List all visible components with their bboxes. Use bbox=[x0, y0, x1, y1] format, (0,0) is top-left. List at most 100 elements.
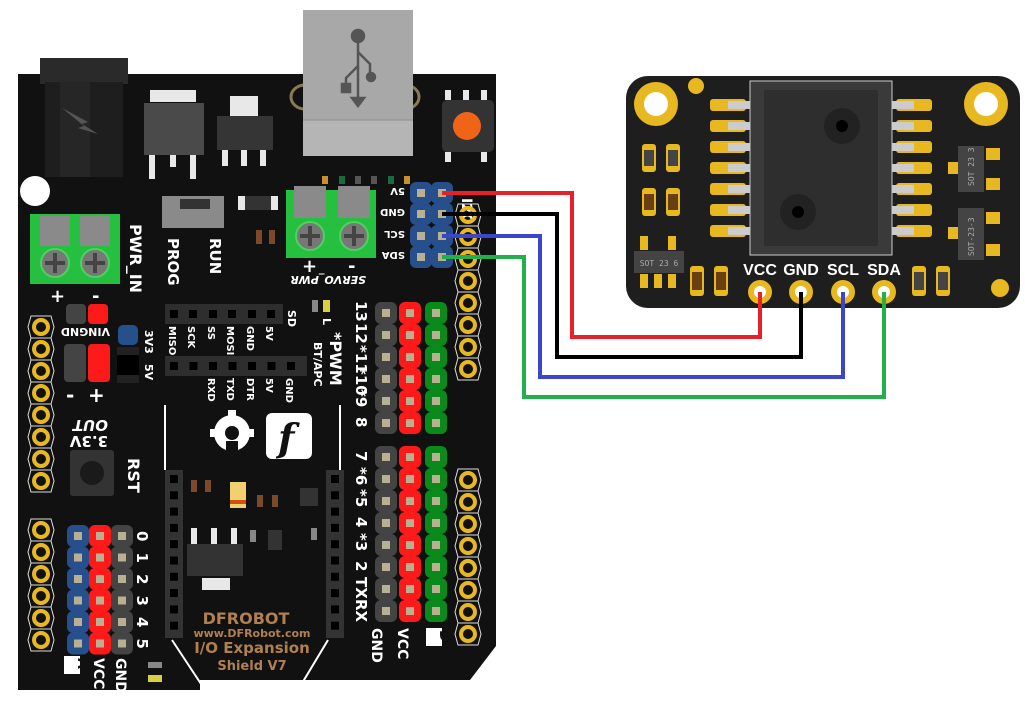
bt-pin[interactable] bbox=[189, 362, 198, 370]
analog-pin-0-vcc[interactable] bbox=[89, 525, 111, 547]
digital-pin-11-vcc[interactable] bbox=[399, 346, 421, 368]
analog-pin-2-signal[interactable] bbox=[67, 568, 89, 590]
xbee-pin[interactable] bbox=[331, 507, 339, 516]
digital-pin-2-signal[interactable] bbox=[425, 556, 447, 578]
digital-pin-2-gnd[interactable] bbox=[375, 556, 397, 578]
digital-pin-6-vcc[interactable] bbox=[399, 468, 421, 490]
spi-pin[interactable] bbox=[209, 310, 217, 318]
digital-gvs-header[interactable] bbox=[375, 302, 447, 622]
spi-header[interactable] bbox=[165, 304, 283, 324]
servo-power-terminal[interactable] bbox=[286, 186, 376, 258]
digital-pin-RX-signal[interactable] bbox=[425, 600, 447, 622]
analog-pin-3-gnd[interactable] bbox=[111, 589, 133, 612]
xbee-pin[interactable] bbox=[170, 523, 178, 532]
digital-pin-13-vcc[interactable] bbox=[399, 302, 421, 324]
digital-pin-11-signal[interactable] bbox=[425, 346, 447, 368]
analog-pin-2-vcc[interactable] bbox=[89, 568, 111, 590]
bt-pin[interactable] bbox=[287, 362, 295, 370]
digital-pin-4-gnd[interactable] bbox=[375, 512, 397, 534]
xbee-pin[interactable] bbox=[331, 556, 339, 565]
xbee-pin[interactable] bbox=[170, 621, 178, 630]
bt-pin[interactable] bbox=[267, 362, 276, 370]
xbee-header-left[interactable] bbox=[165, 470, 183, 638]
digital-pin-7-gnd[interactable] bbox=[375, 446, 397, 468]
xbee-pin[interactable] bbox=[331, 491, 339, 500]
digital-pin-8-vcc[interactable] bbox=[399, 412, 421, 434]
analog-pin-5-gnd[interactable] bbox=[111, 632, 133, 655]
digital-pin-TX-signal[interactable] bbox=[425, 578, 447, 600]
digital-pin-12-gnd[interactable] bbox=[375, 324, 397, 346]
analog-pin-1-gnd[interactable] bbox=[111, 546, 133, 569]
reset-button[interactable] bbox=[70, 450, 114, 496]
digital-pin-13-signal[interactable] bbox=[425, 302, 447, 324]
xbee-pin[interactable] bbox=[170, 491, 178, 500]
digital-low-header-pin[interactable] bbox=[454, 622, 482, 646]
digital-pin-7-vcc[interactable] bbox=[399, 446, 421, 468]
analog-pin-5-vcc[interactable] bbox=[89, 632, 111, 655]
xbee-pin[interactable] bbox=[170, 475, 178, 483]
digital-pin-10-vcc[interactable] bbox=[399, 368, 421, 390]
digital-pin-3-gnd[interactable] bbox=[375, 534, 397, 556]
arduino-side-headers[interactable] bbox=[27, 203, 482, 652]
digital-pin-9-gnd[interactable] bbox=[375, 390, 397, 412]
i2c-pin-5v[interactable] bbox=[410, 182, 432, 204]
pwr-in-terminal[interactable] bbox=[30, 214, 120, 284]
reset-button-top[interactable] bbox=[442, 90, 494, 162]
bt-pin[interactable] bbox=[228, 362, 237, 370]
i2c-pin-scl[interactable] bbox=[410, 225, 432, 247]
xbee-pin[interactable] bbox=[331, 523, 339, 532]
digital-pin-3-vcc[interactable] bbox=[399, 534, 421, 556]
digital-pin-2-vcc[interactable] bbox=[399, 556, 421, 578]
xbee-pin[interactable] bbox=[331, 540, 339, 549]
analog-pin-2-gnd[interactable] bbox=[111, 568, 133, 590]
digital-pin-9-signal[interactable] bbox=[425, 390, 447, 412]
digital-pin-6-gnd[interactable] bbox=[375, 468, 397, 490]
digital-pin-TX-gnd[interactable] bbox=[375, 578, 397, 600]
bt-apc-header[interactable] bbox=[165, 356, 307, 376]
power-header-pin[interactable] bbox=[27, 469, 55, 493]
analog-pin-4-gnd[interactable] bbox=[111, 611, 133, 633]
analog-pin-4-signal[interactable] bbox=[67, 611, 89, 633]
digital-pin-TX-vcc[interactable] bbox=[399, 578, 421, 600]
xbee-pin[interactable] bbox=[331, 621, 339, 630]
analog-pin-0-signal[interactable] bbox=[67, 525, 89, 547]
digital-pin-10-signal[interactable] bbox=[425, 368, 447, 390]
digital-pin-12-signal[interactable] bbox=[425, 324, 447, 346]
vin-gnd-header[interactable] bbox=[66, 304, 108, 324]
digital-pin-5-vcc[interactable] bbox=[399, 490, 421, 512]
analog-gvs-header[interactable] bbox=[67, 525, 133, 655]
spi-pin[interactable] bbox=[248, 310, 256, 318]
spi-pin[interactable] bbox=[170, 310, 178, 318]
spi-pin[interactable] bbox=[267, 310, 275, 318]
digital-high-header-pin[interactable] bbox=[454, 357, 482, 381]
analog-pin-5-signal[interactable] bbox=[67, 632, 89, 655]
digital-pin-9-vcc[interactable] bbox=[399, 390, 421, 412]
digital-pin-7-signal[interactable] bbox=[425, 446, 447, 468]
analog-pin-3-vcc[interactable] bbox=[89, 589, 111, 612]
digital-pin-RX-vcc[interactable] bbox=[399, 600, 421, 622]
xbee-pin[interactable] bbox=[170, 507, 178, 516]
xbee-pin[interactable] bbox=[331, 589, 339, 598]
digital-pin-4-signal[interactable] bbox=[425, 512, 447, 534]
xbee-pin[interactable] bbox=[331, 572, 339, 581]
digital-pin-8-signal[interactable] bbox=[425, 412, 447, 434]
xbee-pin[interactable] bbox=[170, 540, 178, 549]
digital-pin-RX-gnd[interactable] bbox=[375, 600, 397, 622]
digital-pin-12-vcc[interactable] bbox=[399, 324, 421, 346]
digital-pin-10-gnd[interactable] bbox=[375, 368, 397, 390]
digital-pin-3-signal[interactable] bbox=[425, 534, 447, 556]
voltage-select-jumper[interactable] bbox=[117, 325, 139, 383]
digital-pin-11-gnd[interactable] bbox=[375, 346, 397, 368]
xbee-pin[interactable] bbox=[170, 589, 178, 598]
bt-pin[interactable] bbox=[170, 362, 178, 370]
3v3-out-header[interactable] bbox=[64, 344, 110, 382]
analog-pin-0-gnd[interactable] bbox=[111, 525, 133, 547]
digital-pin-8-gnd[interactable] bbox=[375, 412, 397, 434]
analog-header-pin[interactable] bbox=[27, 628, 55, 652]
digital-pin-5-signal[interactable] bbox=[425, 490, 447, 512]
analog-pin-1-vcc[interactable] bbox=[89, 546, 111, 569]
digital-pin-5-gnd[interactable] bbox=[375, 490, 397, 512]
analog-pin-3-signal[interactable] bbox=[67, 589, 89, 612]
digital-pin-4-vcc[interactable] bbox=[399, 512, 421, 534]
xbee-header-right[interactable] bbox=[326, 470, 344, 638]
